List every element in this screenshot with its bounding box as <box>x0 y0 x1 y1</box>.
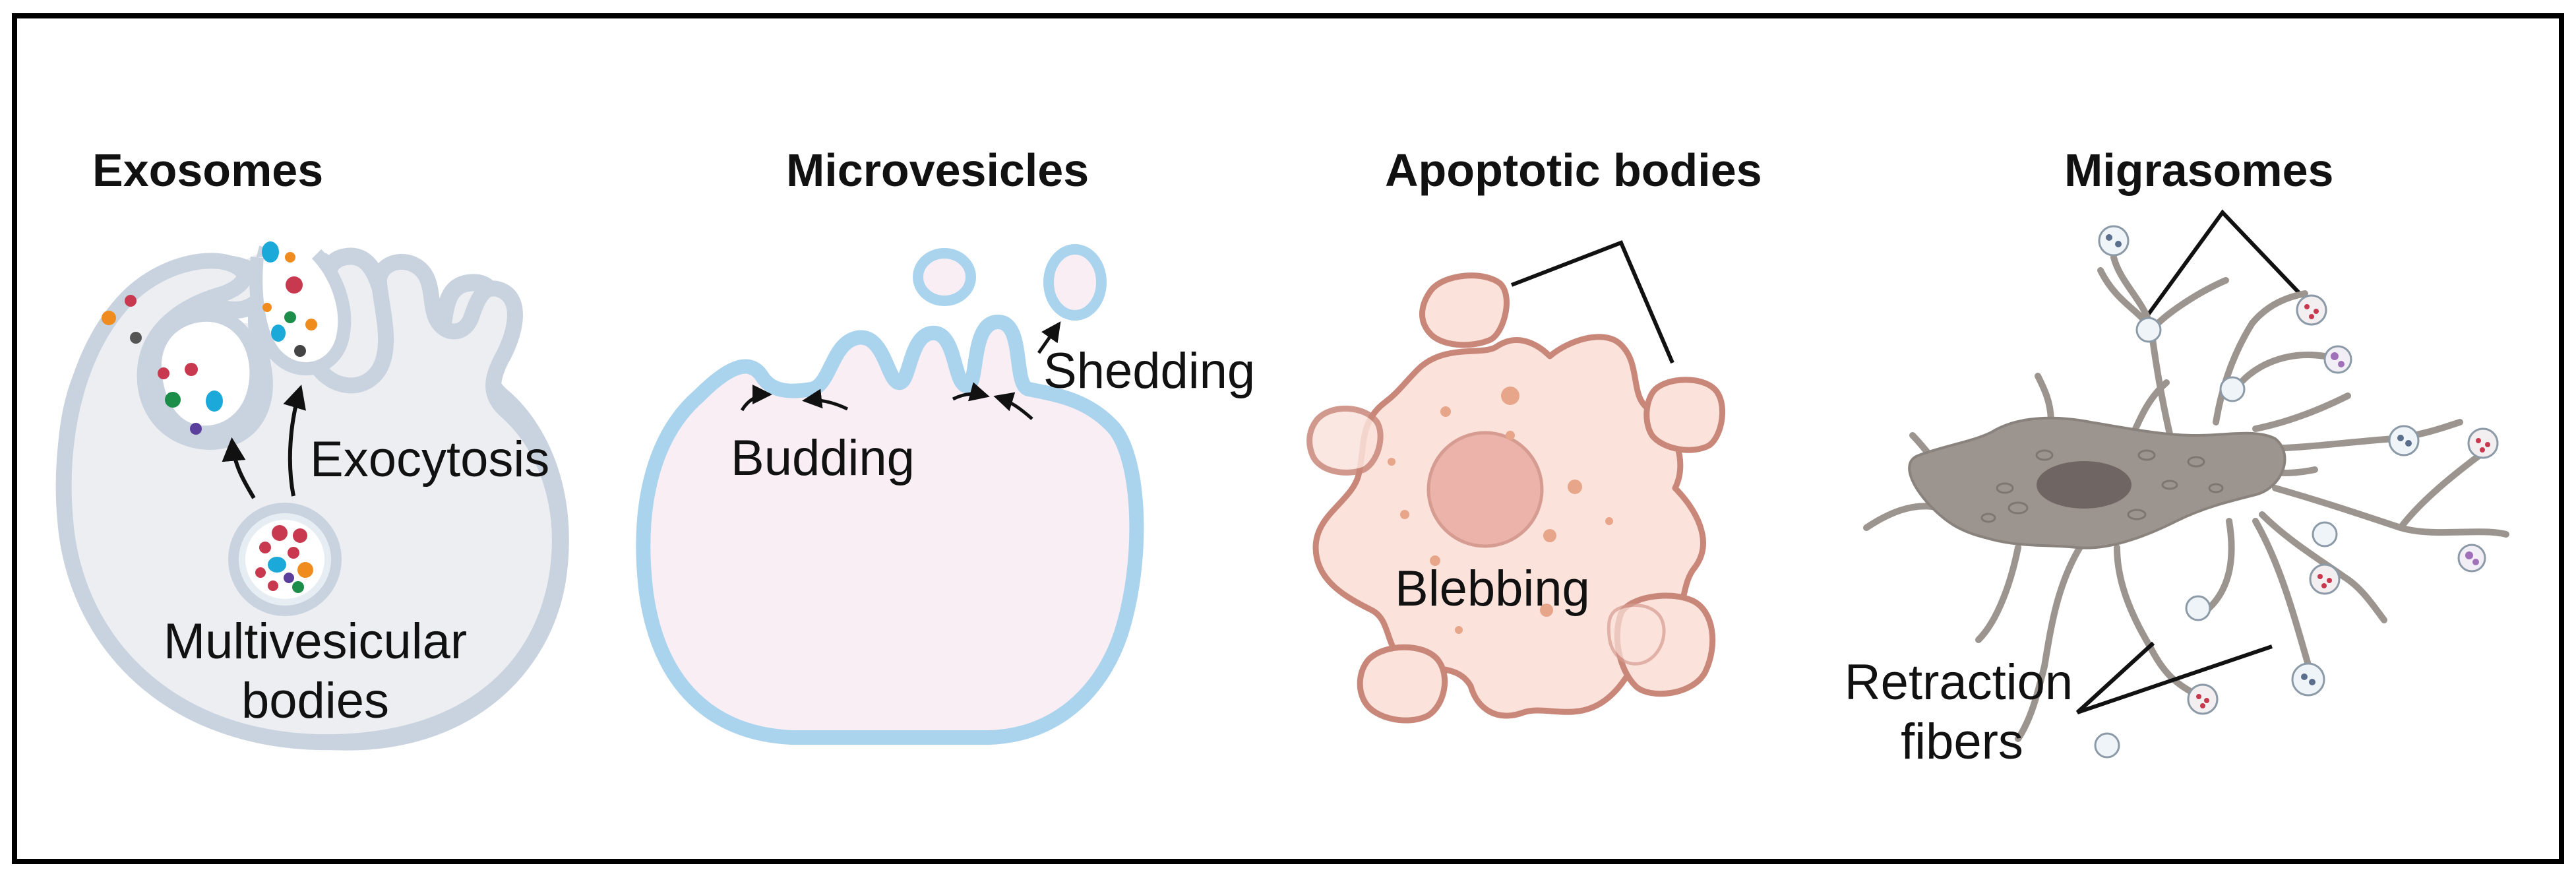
exosome-left-pocket <box>148 308 263 439</box>
vesicle-cyan <box>271 325 286 342</box>
vesicle-dark <box>130 332 142 344</box>
speckle <box>1501 387 1519 405</box>
microvesicles-title: Microvesicles <box>786 144 1089 196</box>
vesicle-orange <box>285 252 295 263</box>
vesicle-purple <box>190 423 202 435</box>
speckle <box>1506 431 1515 440</box>
speckle <box>1440 406 1451 417</box>
budding-arrow-icon <box>802 389 849 411</box>
migrasome-nucleus <box>2037 461 2131 509</box>
retraction-pointer-line <box>2075 641 2155 714</box>
speckle <box>1540 604 1553 617</box>
microvesicles-panel: Microvesicles Budding Shedding <box>636 144 1255 745</box>
speckle <box>1543 529 1556 542</box>
shed-vesicle <box>1043 244 1107 321</box>
budding-label: Budding <box>731 430 915 486</box>
budding-arrow-icon <box>993 392 1033 420</box>
vesicle-red <box>158 367 169 379</box>
speckle <box>1388 458 1395 466</box>
speckle <box>1605 517 1613 525</box>
vesicle-green <box>284 311 296 323</box>
multivesicular-body-icon <box>228 503 342 616</box>
vesicle-red <box>125 295 137 307</box>
migrasomes-panel: Migrasomes <box>1845 144 2509 770</box>
migrasome-vesicle-icon <box>2098 225 2499 715</box>
speckle <box>1455 626 1463 634</box>
vesicle-red <box>185 363 198 376</box>
apoptotic-body <box>1643 377 1725 453</box>
apoptotic-nucleus <box>1426 431 1544 548</box>
migrasome-vesicle-icon <box>2094 317 2338 759</box>
migrasome-pointer-line <box>2145 209 2304 318</box>
speckle <box>1400 510 1409 519</box>
apoptotic-bodies-title: Apoptotic bodies <box>1385 144 1762 196</box>
budding-arrow-icon <box>740 385 772 412</box>
apoptotic-body <box>1419 272 1510 348</box>
exosomes-panel: Exosomes <box>55 144 569 751</box>
speckle <box>1430 555 1440 566</box>
apoptotic-body <box>1357 644 1448 724</box>
migrasomes-title: Migrasomes <box>2064 144 2333 196</box>
shed-vesicle <box>913 248 976 306</box>
exosome-cell-body <box>55 253 568 751</box>
vesicle-cyan <box>262 241 279 263</box>
budding-arrow-icon <box>952 382 990 402</box>
retraction-fibers-label-line2: fibers <box>1901 714 2023 770</box>
apoptotic-body <box>1306 405 1384 476</box>
apoptotic-bodies-panel: Apoptotic bodies Blebbing <box>1306 144 1762 724</box>
speckle <box>1568 480 1582 494</box>
exocytosis-label: Exocytosis <box>310 431 549 487</box>
mvb-label-line2: bodies <box>241 673 389 729</box>
vesicle-orange <box>262 303 272 312</box>
vesicle-cyan <box>206 391 223 412</box>
mvb-label-line1: Multivesicular <box>164 613 467 670</box>
arrow-to-pocket <box>222 437 256 499</box>
vesicle-orange <box>102 311 116 325</box>
apoptotic-body <box>1607 603 1666 666</box>
blebbing-label: Blebbing <box>1395 561 1590 617</box>
vesicle-green <box>165 392 181 408</box>
shedding-label: Shedding <box>1043 343 1255 399</box>
retraction-fibers-label-line1: Retraction <box>1845 654 2073 710</box>
arrow-exocytosis <box>283 385 306 497</box>
vesicle-orange <box>305 319 317 330</box>
shedding-arrow-icon <box>1037 321 1061 354</box>
vesicle-dark <box>294 345 306 357</box>
exosomes-title: Exosomes <box>92 144 323 196</box>
organelles <box>1980 449 2224 523</box>
microvesicle-parent-cell <box>636 315 1144 745</box>
vesicle-red <box>286 276 303 294</box>
apoptotic-pointer-line <box>1510 240 1674 364</box>
